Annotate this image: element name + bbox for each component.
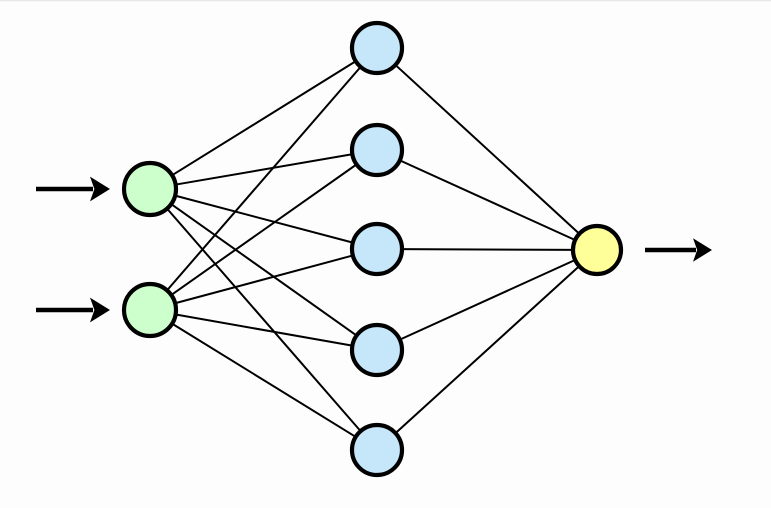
output-layer xyxy=(570,223,624,277)
input-arrow-1 xyxy=(36,176,110,202)
hidden-node-2[interactable] xyxy=(349,122,405,178)
output-arrow-1 xyxy=(645,238,712,262)
arrows-group xyxy=(36,176,712,323)
edge-h2-o1 xyxy=(396,158,578,242)
input-node-1[interactable] xyxy=(121,160,179,218)
edges-group xyxy=(164,59,582,439)
input-arrow-1-head xyxy=(90,176,110,202)
output-arrow-1-head xyxy=(693,238,712,262)
edge-i1-h5 xyxy=(164,206,363,434)
edge-i1-h2 xyxy=(172,152,356,186)
input-node-2[interactable] xyxy=(121,281,179,339)
hidden-node-4[interactable] xyxy=(349,322,405,378)
edge-h4-o1 xyxy=(396,258,578,342)
edge-i2-h1 xyxy=(164,64,363,293)
nodes-group xyxy=(121,20,624,478)
output-node-1[interactable] xyxy=(570,223,624,277)
edge-i1-h4 xyxy=(168,201,360,338)
edge-i1-h3 xyxy=(172,194,356,245)
edge-i2-h5 xyxy=(169,321,359,439)
edge-i2-h4 xyxy=(172,313,356,348)
input-arrow-2-head xyxy=(90,297,110,323)
edge-i2-h3 xyxy=(172,253,356,305)
input-layer xyxy=(121,160,179,339)
edge-i1-h1 xyxy=(169,59,359,178)
input-arrow-2 xyxy=(36,297,110,323)
edge-h3-o1 xyxy=(398,248,577,251)
hidden-node-3[interactable] xyxy=(349,221,405,277)
edge-h5-o1 xyxy=(393,263,582,436)
hidden-node-1[interactable] xyxy=(349,20,405,76)
hidden-node-5[interactable] xyxy=(349,422,405,478)
edge-h1-o1 xyxy=(392,62,582,237)
hidden-layer xyxy=(349,20,405,478)
edge-i2-h2 xyxy=(168,162,360,298)
